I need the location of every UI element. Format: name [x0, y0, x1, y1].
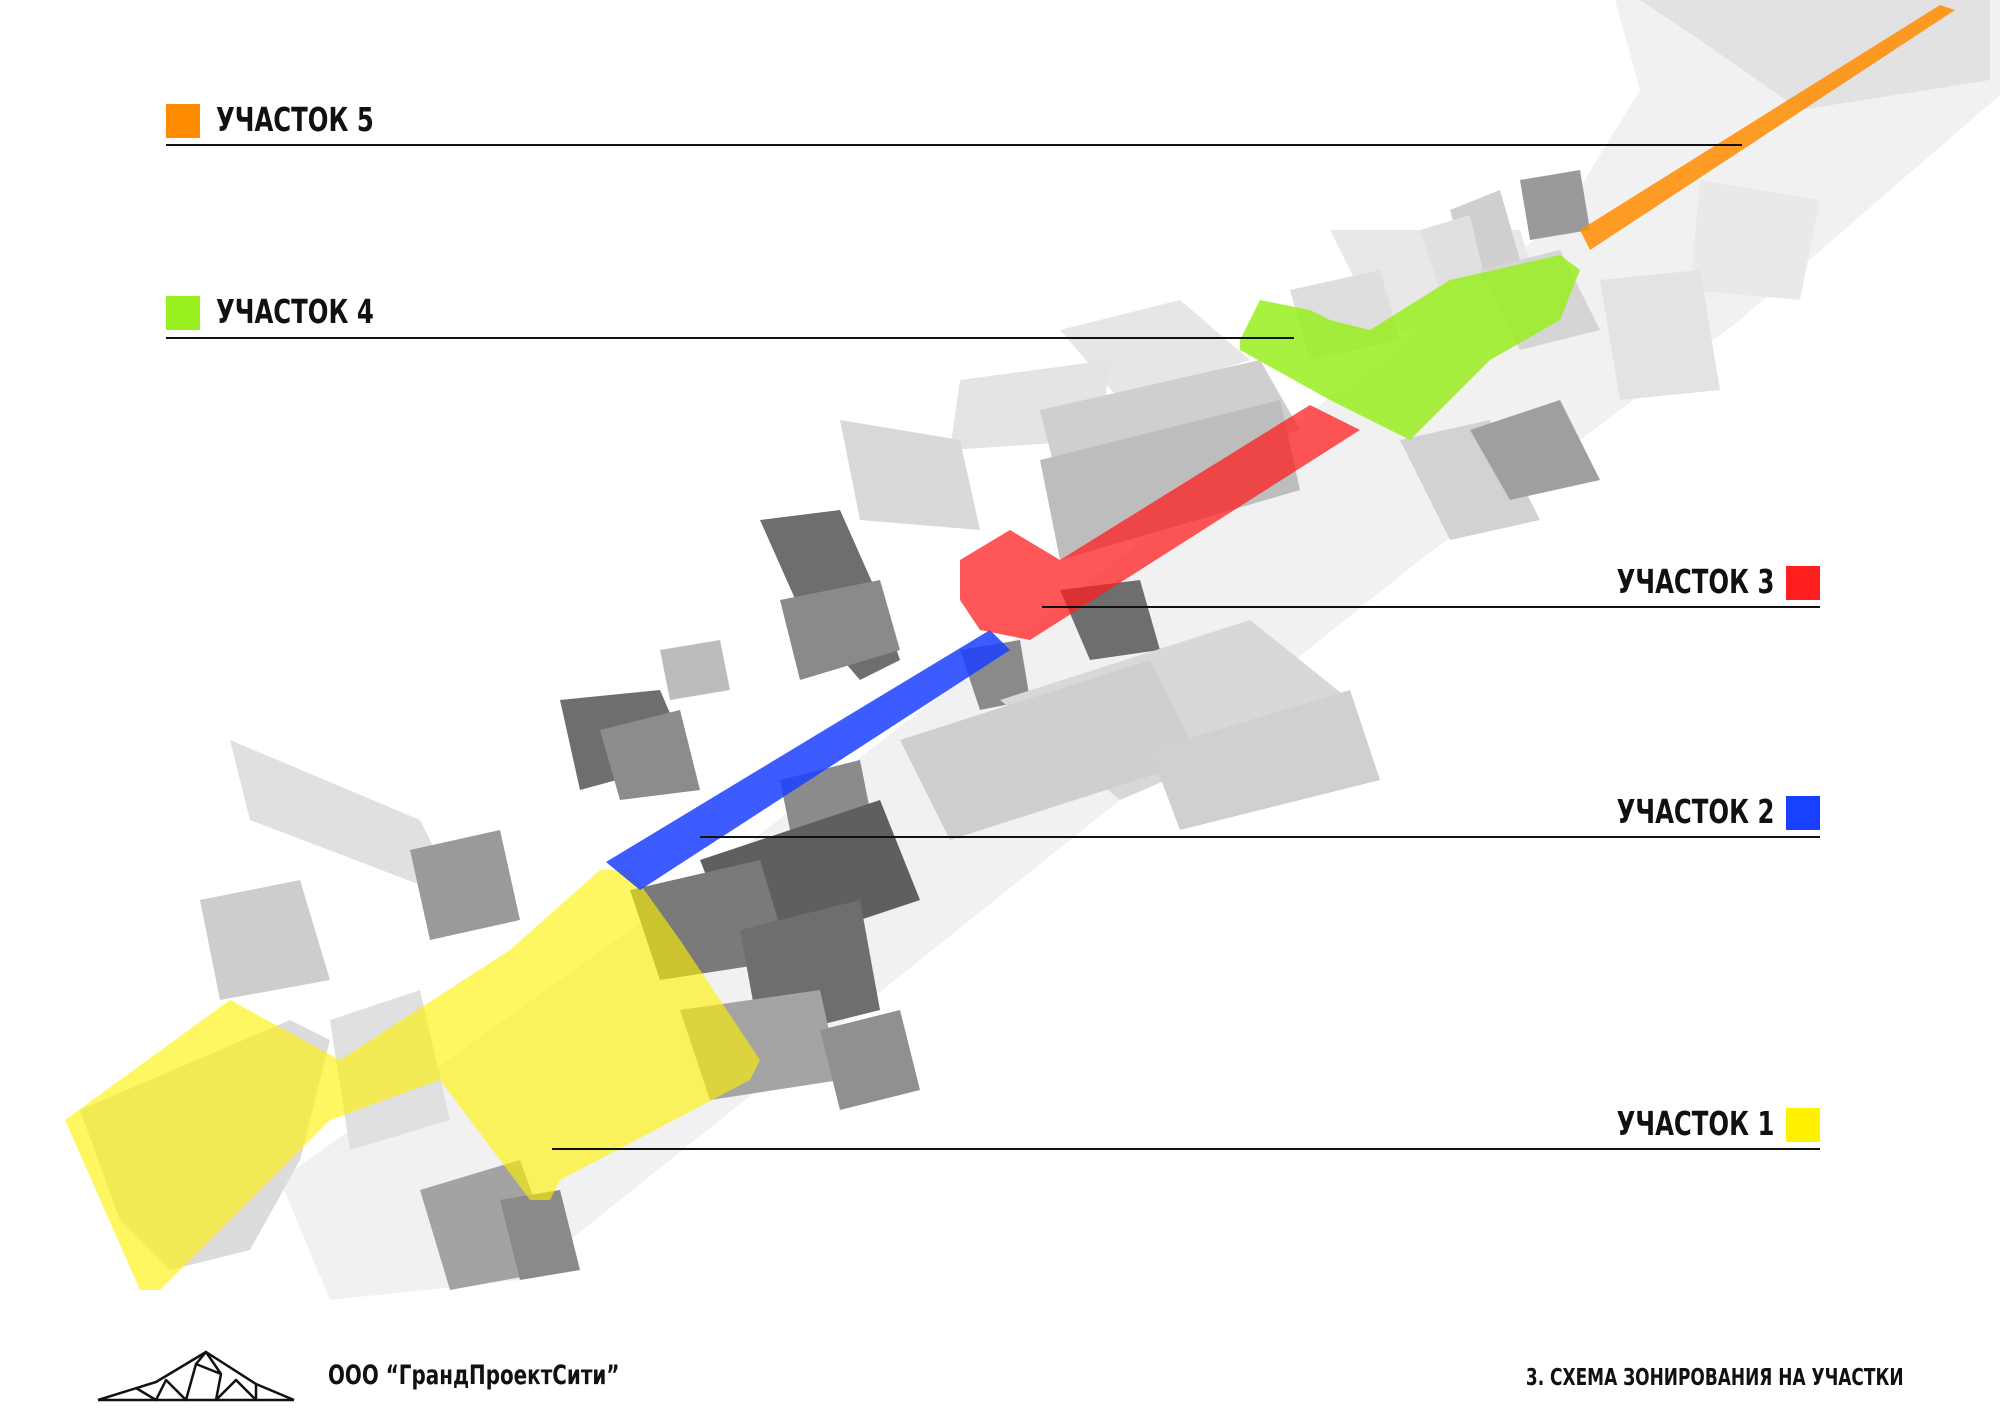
zone-4-label: УЧАСТОК 4 — [216, 292, 374, 331]
zone-2-label: УЧАСТОК 2 — [1616, 792, 1774, 831]
zone-1-leader-line — [552, 1148, 1820, 1150]
sheet-title: 3. СХЕМА ЗОНИРОВАНИЯ НА УЧАСТКИ — [1526, 1365, 1904, 1391]
zone-1-label: УЧАСТОК 1 — [1616, 1104, 1774, 1143]
zone-3-swatch — [1786, 566, 1820, 600]
zone-3-leader-line — [1042, 606, 1820, 608]
zone-4-swatch — [166, 296, 200, 330]
zone-3-label: УЧАСТОК 3 — [1616, 562, 1774, 601]
zone-2-leader-line — [700, 836, 1820, 838]
company-name: ООО “ГрандПроектСити” — [328, 1360, 620, 1391]
zone-5-leader-line — [166, 144, 1742, 146]
zone-3-area — [960, 405, 1360, 640]
zone-2-swatch — [1786, 796, 1820, 830]
zone-2-area — [606, 630, 1010, 890]
zone-5-label: УЧАСТОК 5 — [216, 100, 374, 139]
zone-4-leader-line — [166, 337, 1294, 339]
context-buildings — [80, 0, 2000, 1300]
zone-1-swatch — [1786, 1108, 1820, 1142]
zone-5-area — [1580, 5, 1955, 250]
zone-1-area — [65, 870, 760, 1290]
company-logo-icon — [97, 1350, 295, 1402]
zone-5-swatch — [166, 104, 200, 138]
zone-4-area — [1240, 255, 1580, 440]
